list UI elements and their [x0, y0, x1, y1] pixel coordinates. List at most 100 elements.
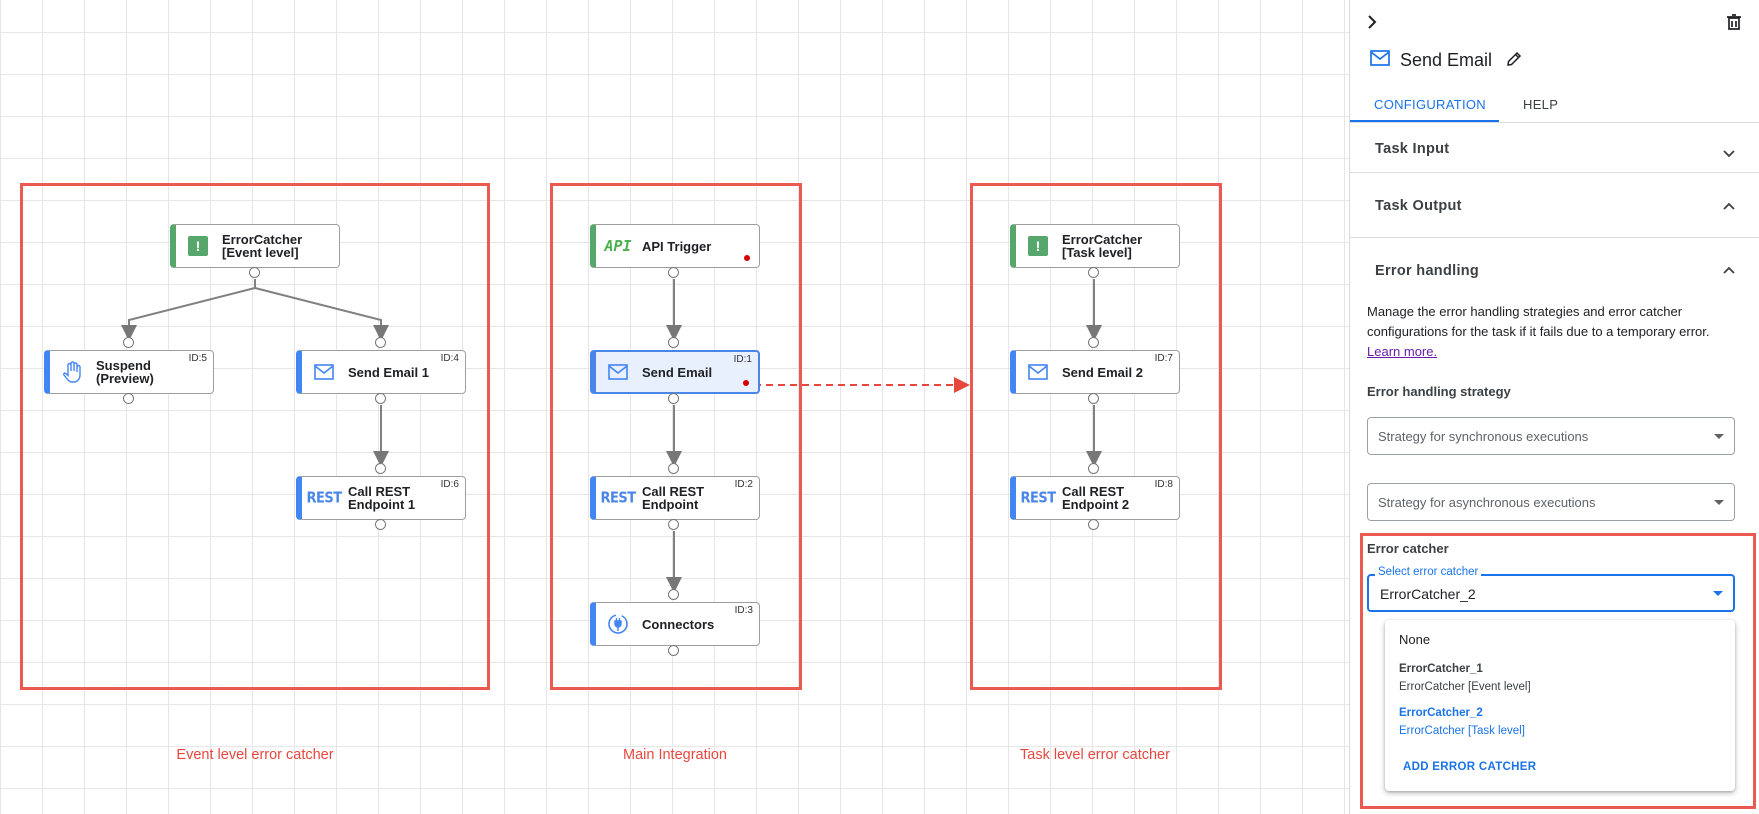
output-port[interactable] [375, 393, 386, 404]
async-strategy-select[interactable]: Strategy for asynchronous executions [1367, 483, 1735, 521]
rest-icon: REST [306, 489, 342, 507]
option-errorcatcher-2-desc[interactable]: ErrorCatcher [Task level] [1399, 725, 1525, 737]
node-title: Connectors [642, 616, 715, 632]
node-id: ID:4 [440, 353, 459, 364]
warning-dot [743, 380, 749, 386]
output-port[interactable] [668, 267, 679, 278]
integration-canvas[interactable]: Event level error catcher Main Integrati… [0, 0, 1349, 814]
connectors-icon [602, 608, 634, 640]
node-title: Send Email [642, 364, 713, 380]
input-port[interactable] [375, 463, 386, 474]
section-error-handling[interactable]: Error handling [1375, 263, 1480, 279]
task-level-group [970, 183, 1222, 690]
panel-title: Send Email [1400, 50, 1493, 70]
node-call-rest-1[interactable]: REST Call REST Endpoint 1 ID:6 [296, 476, 466, 520]
node-send-email-2[interactable]: Send Email 2 ID:7 [1010, 350, 1180, 394]
error-catcher-label: Error catcher [1367, 541, 1449, 556]
select-floating-label: Select error catcher [1375, 566, 1482, 578]
chevron-up-icon[interactable] [1722, 262, 1736, 280]
node-title: ErrorCatcher [Event level] [222, 232, 303, 260]
input-port[interactable] [123, 337, 134, 348]
output-port[interactable] [249, 267, 260, 278]
error-catcher-select[interactable]: ErrorCatcher_2 [1367, 574, 1735, 612]
node-call-rest[interactable]: REST Call REST Endpoint ID:2 [590, 476, 760, 520]
option-errorcatcher-2-name[interactable]: ErrorCatcher_2 [1399, 707, 1483, 719]
error-handling-description: Manage the error handling strategies and… [1367, 304, 1710, 339]
strategy-label: Error handling strategy [1367, 384, 1511, 399]
output-port[interactable] [123, 393, 134, 404]
edit-title-icon[interactable] [1505, 50, 1523, 68]
dropdown-arrow-icon [1714, 434, 1724, 439]
input-port[interactable] [668, 589, 679, 600]
active-tab-indicator [1350, 120, 1499, 122]
output-port[interactable] [668, 519, 679, 530]
mail-icon [1370, 50, 1390, 66]
option-errorcatcher-1-desc[interactable]: ErrorCatcher [Event level] [1399, 681, 1531, 693]
output-port[interactable] [1088, 267, 1099, 278]
section-divider [1350, 172, 1759, 173]
warning-dot [744, 255, 750, 261]
learn-more-link[interactable]: Learn more. [1367, 344, 1438, 359]
input-port[interactable] [1088, 337, 1099, 348]
input-port[interactable] [1088, 463, 1099, 474]
node-errorcatcher-task[interactable]: ! ErrorCatcher [Task level] [1010, 224, 1180, 268]
node-connectors[interactable]: Connectors ID:3 [590, 602, 760, 646]
input-port[interactable] [668, 337, 679, 348]
task-level-caption: Task level error catcher [1020, 747, 1170, 763]
node-send-email-1[interactable]: Send Email 1 ID:4 [296, 350, 466, 394]
tab-help[interactable]: HELP [1523, 97, 1559, 112]
input-port[interactable] [668, 463, 679, 474]
delete-icon[interactable] [1724, 12, 1744, 32]
option-errorcatcher-1-name[interactable]: ErrorCatcher_1 [1399, 663, 1483, 675]
select-placeholder: Strategy for synchronous executions [1378, 429, 1589, 444]
add-error-catcher-button[interactable]: ADD ERROR CATCHER [1403, 761, 1537, 773]
event-level-caption: Event level error catcher [176, 747, 334, 763]
main-integration-caption: Main Integration [623, 747, 727, 763]
node-id: ID:2 [734, 479, 753, 490]
sync-strategy-select[interactable]: Strategy for synchronous executions [1367, 417, 1735, 455]
error-catcher-highlight [1360, 533, 1756, 809]
node-title: Send Email 2 [1062, 364, 1143, 380]
collapse-panel-icon[interactable] [1362, 12, 1382, 32]
hand-icon [56, 356, 88, 388]
mail-icon [602, 356, 634, 388]
node-call-rest-2[interactable]: REST Call REST Endpoint 2 ID:8 [1010, 476, 1180, 520]
task-config-panel: Send Email CONFIGURATION HELP Task Input… [1349, 0, 1759, 814]
select-placeholder: Strategy for asynchronous executions [1378, 495, 1596, 510]
node-suspend[interactable]: Suspend (Preview) ID:5 [44, 350, 214, 394]
error-catcher-icon: ! [182, 230, 214, 262]
node-title: API Trigger [642, 238, 712, 254]
node-title: Call REST Endpoint 1 [348, 484, 416, 512]
node-id: ID:6 [440, 479, 459, 490]
tab-configuration[interactable]: CONFIGURATION [1374, 97, 1486, 112]
option-none[interactable]: None [1399, 632, 1431, 647]
chevron-down-icon[interactable] [1722, 146, 1736, 164]
node-errorcatcher-event[interactable]: ! ErrorCatcher [Event level] [170, 224, 340, 268]
output-port[interactable] [668, 645, 679, 656]
output-port[interactable] [1088, 519, 1099, 530]
node-title: Call REST Endpoint 2 [1062, 484, 1130, 512]
node-api-trigger[interactable]: API API Trigger [590, 224, 760, 268]
output-port[interactable] [375, 519, 386, 530]
section-task-output[interactable]: Task Output [1375, 198, 1462, 214]
api-icon: API [604, 237, 632, 255]
error-catcher-menu: None ErrorCatcher_1 ErrorCatcher [Event … [1385, 620, 1735, 791]
output-port[interactable] [668, 393, 679, 404]
input-port[interactable] [375, 337, 386, 348]
output-port[interactable] [1088, 393, 1099, 404]
node-title: Call REST Endpoint [642, 484, 705, 512]
dropdown-arrow-icon [1713, 591, 1723, 596]
tabs-divider [1350, 122, 1759, 123]
chevron-up-icon[interactable] [1722, 198, 1736, 216]
error-catcher-icon: ! [1022, 230, 1054, 262]
node-id: ID:3 [734, 605, 753, 616]
node-id: ID:7 [1154, 353, 1173, 364]
section-divider [1350, 237, 1759, 238]
node-title: ErrorCatcher [Task level] [1062, 232, 1143, 260]
event-level-group [20, 183, 490, 690]
node-send-email[interactable]: Send Email ID:1 [590, 350, 760, 394]
node-title: Send Email 1 [348, 364, 429, 380]
section-task-input[interactable]: Task Input [1375, 141, 1450, 157]
selected-value: ErrorCatcher_2 [1380, 586, 1476, 602]
node-id: ID:5 [188, 353, 207, 364]
